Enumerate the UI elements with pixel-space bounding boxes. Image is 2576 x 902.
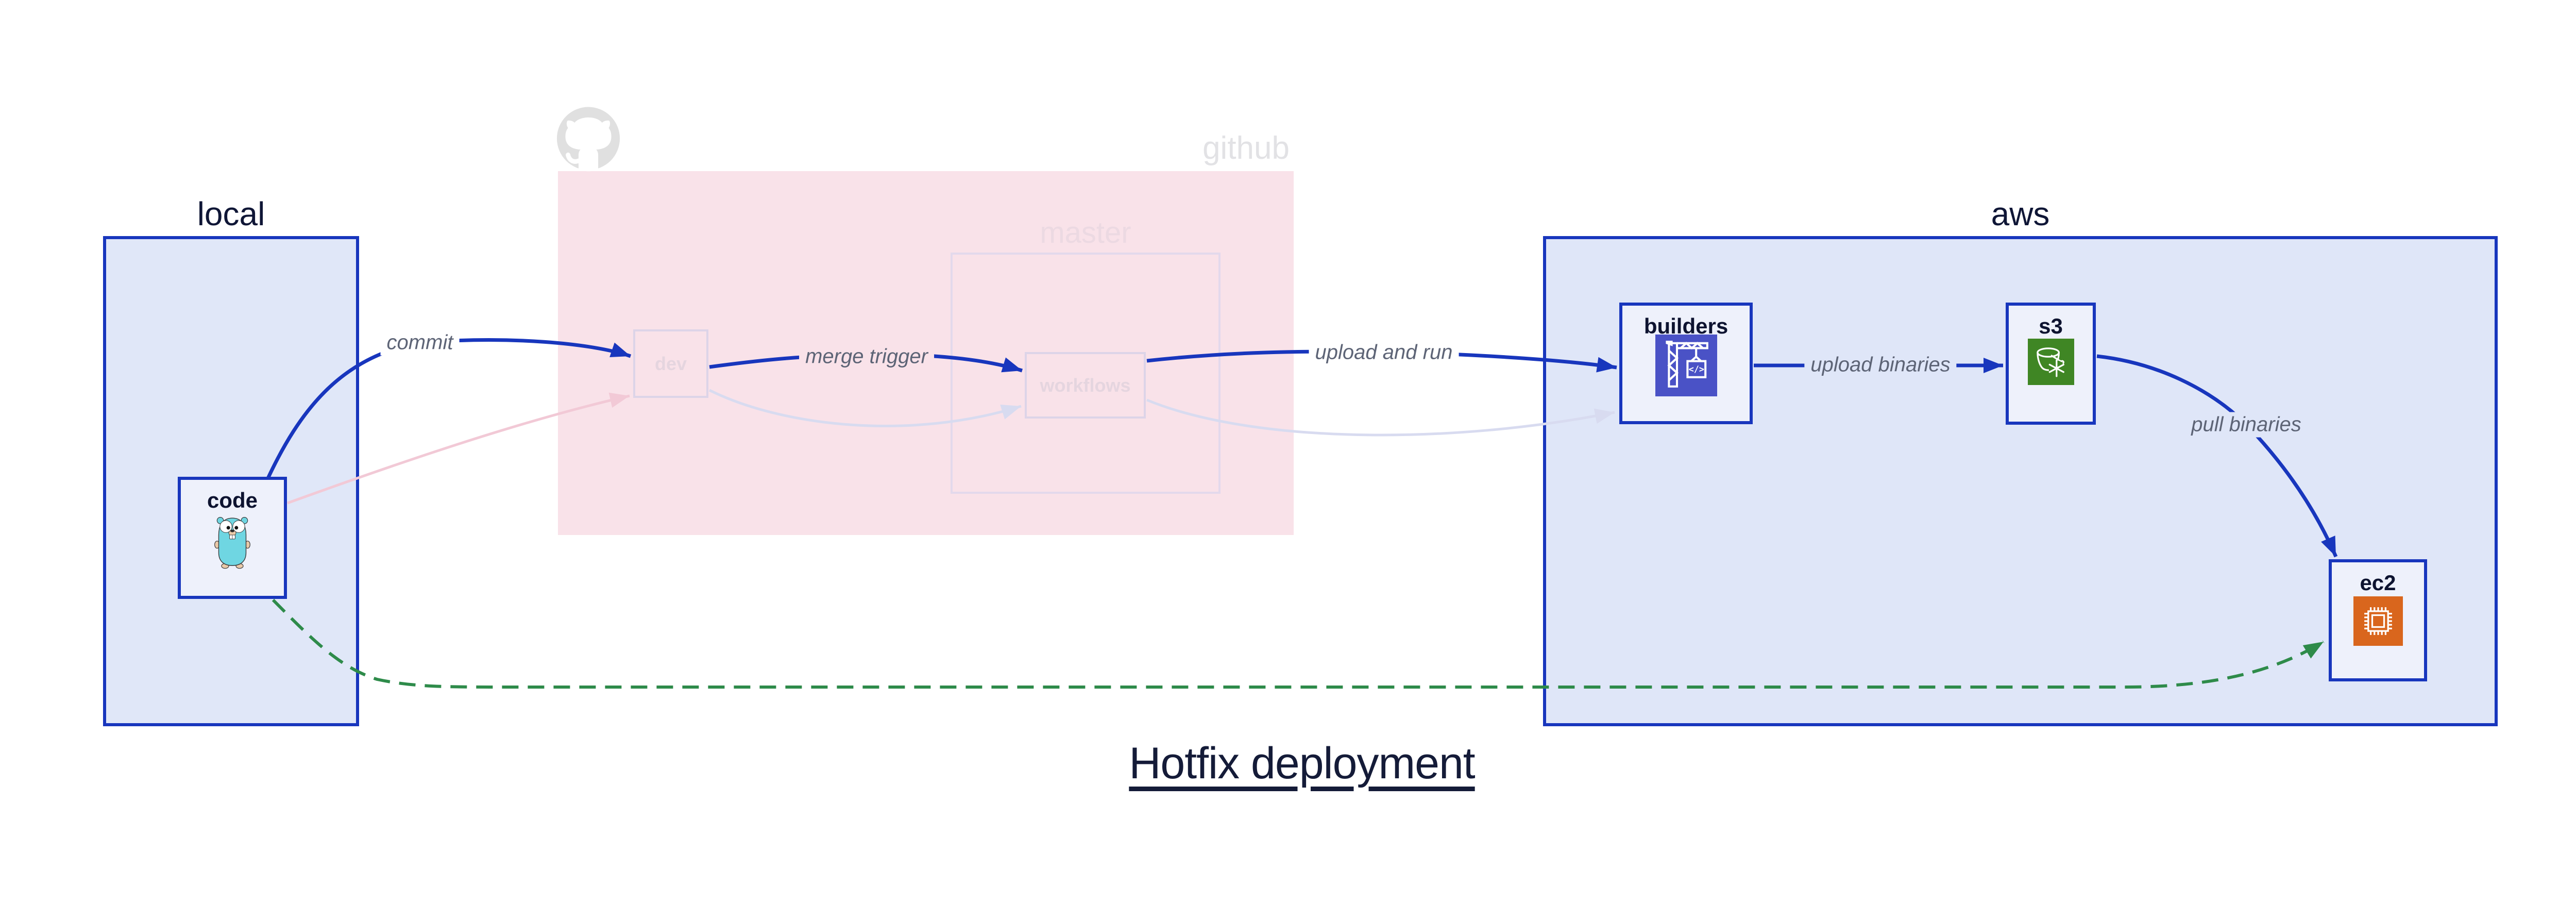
master-branch-label: master xyxy=(1040,216,1131,249)
aws-group-label: aws xyxy=(1991,195,2050,232)
node-s3: s3 xyxy=(2006,303,2096,425)
github-region-label: github xyxy=(1202,130,1290,166)
node-workflows-label: workflows xyxy=(1040,374,1131,396)
ec2-chip-icon xyxy=(2353,596,2403,646)
local-group-label: local xyxy=(197,195,265,232)
master-branch-box xyxy=(951,253,1221,494)
edge-workflows-to-builders-faded xyxy=(1146,398,1615,437)
node-dev: dev xyxy=(633,329,708,398)
codebuild-glyph: </> xyxy=(1688,364,1704,374)
node-ec2: ec2 xyxy=(2329,559,2427,681)
edge-label-commit: commit xyxy=(380,330,460,356)
edge-dev-to-workflows-faded xyxy=(708,389,1022,427)
edge-label-pull-binaries: pull binaries xyxy=(2185,412,2308,438)
edge-hotfix-direct-path xyxy=(272,598,2325,689)
edge-label-upload-binaries: upload binaries xyxy=(1804,352,1957,378)
node-builders: builders </> xyxy=(1619,303,1753,424)
diagram-title-text: Hotfix deployment xyxy=(1129,739,1475,788)
node-code-label: code xyxy=(207,488,258,512)
node-builders-label: builders xyxy=(1643,314,1728,338)
edge-code-to-dev-faded xyxy=(287,392,630,505)
node-dev-label: dev xyxy=(654,353,687,374)
node-ec2-label: ec2 xyxy=(2360,571,2396,595)
edge-label-upload-and-run: upload and run xyxy=(1309,340,1459,365)
diagram-title: Hotfix deployment xyxy=(0,738,2576,789)
node-s3-label: s3 xyxy=(2039,314,2063,338)
edge-label-merge-trigger: merge trigger xyxy=(799,344,934,370)
s3-glacier-bucket-icon xyxy=(2027,339,2074,385)
codebuild-crane-icon: </> xyxy=(1655,335,1717,396)
github-octocat-icon xyxy=(556,107,620,172)
edge-pull-binaries xyxy=(2096,354,2338,558)
node-code: code xyxy=(178,477,287,599)
node-workflows: workflows xyxy=(1025,352,1146,419)
go-gopher-icon xyxy=(214,517,250,569)
